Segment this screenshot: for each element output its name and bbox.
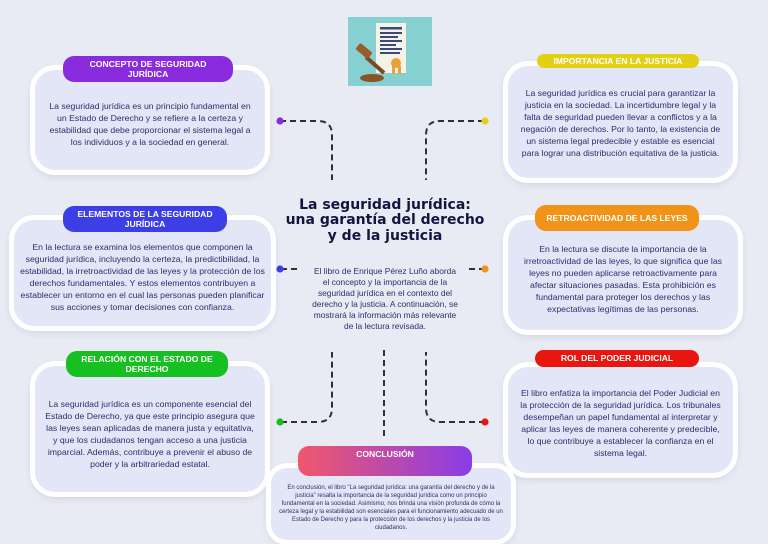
- badge-elementos: ELEMENTOS DE LA SEGURIDAD JURÍDICA: [63, 206, 227, 232]
- main-title: La seguridad jurídica: una garantía del …: [285, 197, 485, 244]
- elementos-text: En la lectura se examina los elementos q…: [20, 242, 265, 312]
- retroactividad-text: En la lectura se discute la importancia …: [524, 244, 722, 314]
- connector-importancia: [425, 120, 484, 180]
- card-retroactividad: En la lectura se discute la importancia …: [508, 220, 738, 330]
- badge-rol: ROL DEL PODER JUDICIAL: [535, 350, 699, 367]
- relacion-text: La seguridad jurídica es un componente e…: [45, 399, 255, 469]
- conclusion-text: En conclusión, el libro "La seguridad ju…: [279, 484, 503, 532]
- connector-concepto: [280, 120, 333, 180]
- badge-relacion: RELACIÓN CON EL ESTADO DE DERECHO: [66, 351, 228, 377]
- card-elementos: En la lectura se examina los elementos q…: [14, 220, 271, 326]
- dot-rol: [481, 418, 489, 426]
- card-relacion: La seguridad jurídica es un componente e…: [35, 366, 265, 492]
- card-concepto: La seguridad jurídica es un principio fu…: [35, 70, 265, 170]
- connector-relacion: [281, 352, 333, 423]
- badge-importancia: IMPORTANCIA EN LA JUSTICIA: [537, 54, 699, 68]
- intro-text: El libro de Enrique Pérez Luño aborda el…: [312, 266, 458, 331]
- badge-retroactividad: RETROACTIVIDAD DE LAS LEYES: [535, 205, 699, 231]
- badge-concepto: CONCEPTO DE SEGURIDAD JURÍDICA: [63, 56, 233, 82]
- dot-retroactividad: [481, 265, 489, 273]
- justice-scales-gavel-document-icon: [356, 23, 406, 82]
- importancia-text: La seguridad jurídica es crucial para ga…: [520, 88, 721, 158]
- dot-relacion: [276, 418, 284, 426]
- card-importancia: La seguridad jurídica es crucial para ga…: [508, 66, 733, 178]
- card-conclusion: En conclusión, el libro "La seguridad ju…: [271, 468, 511, 540]
- badge-conclusion: CONCLUSIÓN: [298, 446, 472, 476]
- rol-text: El libro enfatiza la importancia del Pod…: [520, 388, 721, 458]
- dot-concepto: [276, 117, 284, 125]
- justice-illustration: [348, 17, 432, 86]
- connector-rol: [425, 352, 485, 423]
- concepto-text: La seguridad jurídica es un principio fu…: [49, 101, 251, 147]
- dot-elementos: [276, 265, 284, 273]
- card-rol: El libro enfatiza la importancia del Pod…: [508, 367, 733, 473]
- dot-importancia: [481, 117, 489, 125]
